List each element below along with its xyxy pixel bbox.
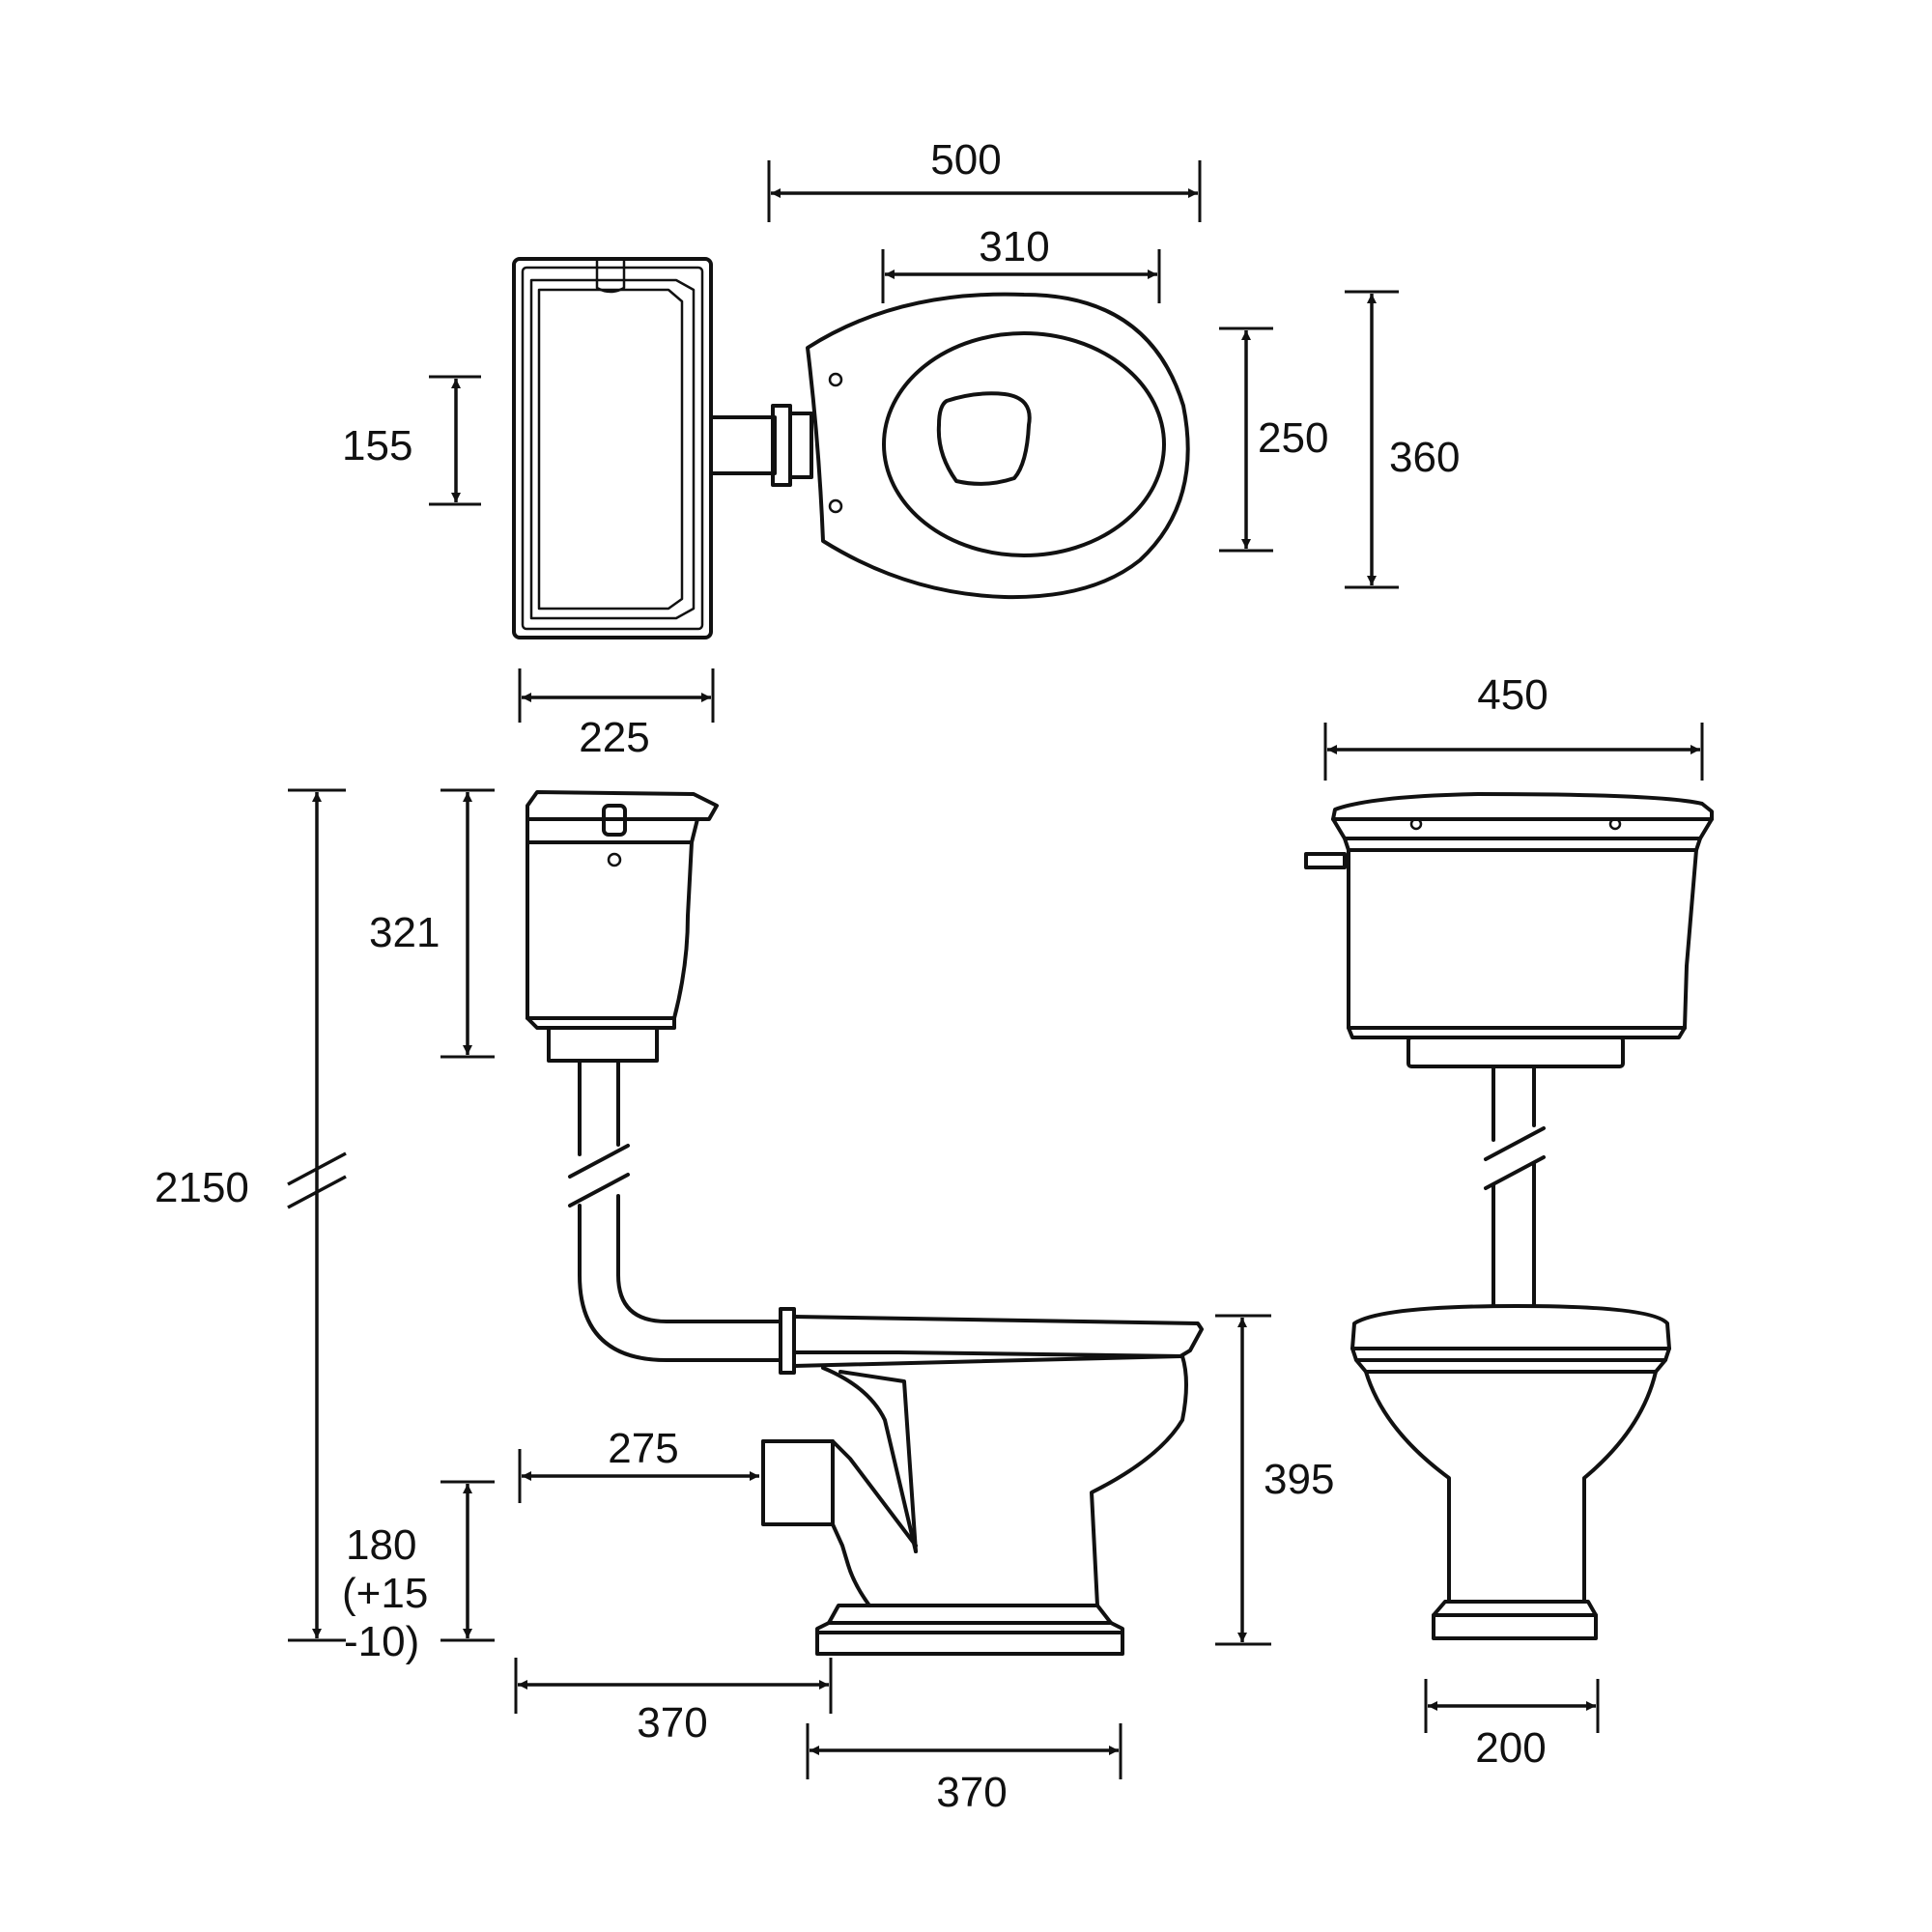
dim-500: 500: [930, 136, 1001, 184]
cistern-side: [526, 790, 719, 1063]
flush-pipe-plan: [709, 404, 813, 487]
dimension-labels: 500 310 250 360 155 225 450 321 2150 180…: [155, 136, 1548, 1816]
cistern-plan: [512, 257, 713, 639]
dim-180: 180: [346, 1521, 416, 1569]
dim-370-foot: 370: [936, 1769, 1007, 1816]
dim-310: 310: [979, 223, 1049, 270]
dim-360: 360: [1389, 434, 1460, 481]
plan-view: [512, 257, 1190, 639]
flush-pipe-side: [568, 1059, 1204, 1375]
bowl-front: [1350, 1304, 1671, 1640]
dim-370-wall: 370: [637, 1699, 707, 1747]
dim-200: 200: [1475, 1724, 1546, 1772]
front-view: [1304, 792, 1714, 1640]
side-view: [526, 790, 1204, 1656]
cistern-front: [1304, 792, 1714, 1068]
dim-450: 450: [1477, 671, 1548, 719]
flush-pipe-front: [1484, 1065, 1546, 1308]
dim-180-tol-plus: (+15: [342, 1570, 428, 1617]
dim-250: 250: [1258, 414, 1328, 462]
dim-395: 395: [1264, 1456, 1334, 1503]
dim-225: 225: [579, 714, 649, 761]
dim-275: 275: [608, 1425, 678, 1472]
bowl-plan: [806, 292, 1190, 600]
dim-2150: 2150: [155, 1164, 249, 1211]
dim-321: 321: [369, 909, 440, 956]
bowl-side: [761, 1350, 1188, 1656]
dimension-lines: [287, 160, 1704, 1779]
dim-155: 155: [342, 422, 412, 469]
dim-180-tol-minus: -10): [344, 1618, 419, 1665]
